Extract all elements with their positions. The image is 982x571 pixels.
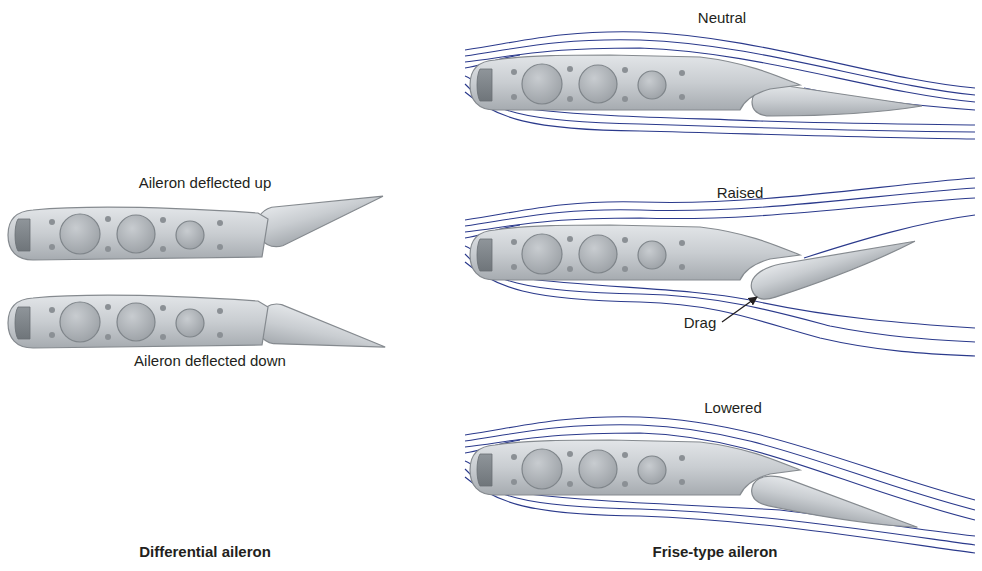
callout-label: Drag [684, 314, 717, 332]
frise-raised [465, 178, 975, 356]
state-label: Neutral [698, 9, 746, 27]
caption-label: Differential aileron [139, 543, 271, 561]
state-label: Lowered [704, 399, 762, 417]
state-label: Aileron deflected up [139, 174, 272, 192]
state-label: Aileron deflected down [134, 352, 286, 370]
frise-neutral [465, 32, 975, 139]
caption-label: Frise-type aileron [652, 543, 777, 561]
frise-lowered [465, 417, 975, 553]
state-label: Raised [717, 184, 764, 202]
drag-leader [722, 297, 757, 322]
